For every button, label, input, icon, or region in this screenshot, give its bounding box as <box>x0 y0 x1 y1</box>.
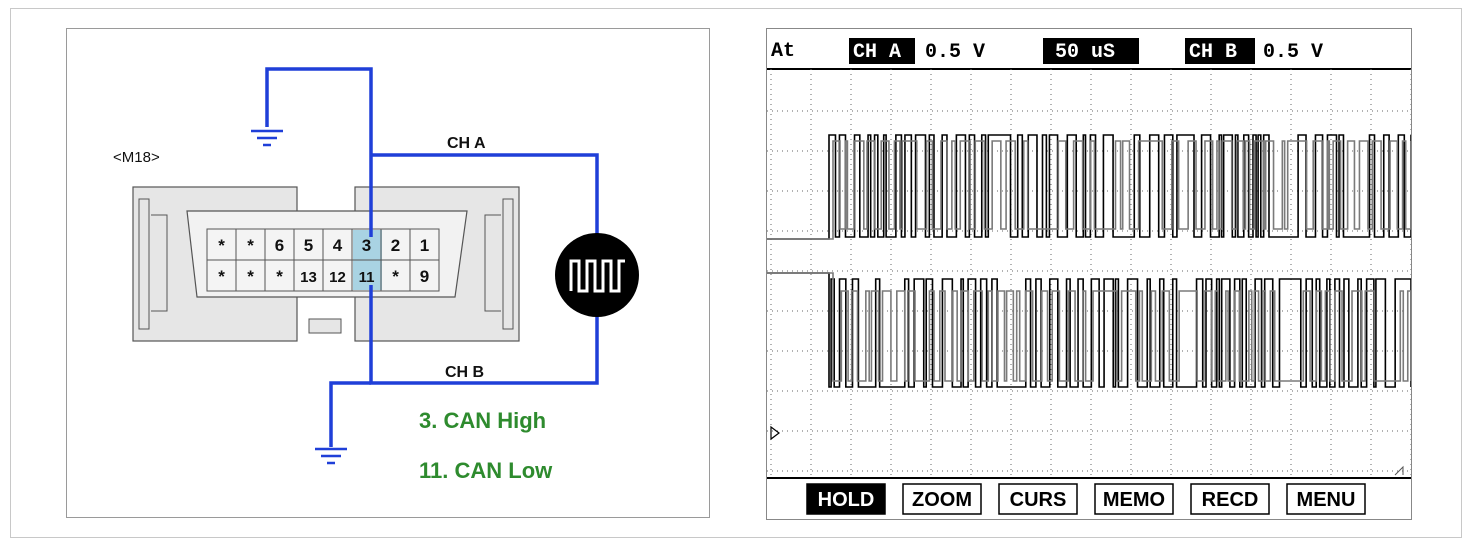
legend-can-low: 11. CAN Low <box>419 458 553 483</box>
ch-a-scale: 0.5 V <box>925 41 985 64</box>
scope-grid <box>767 69 1412 478</box>
mode-label: At <box>771 40 795 63</box>
scope-button-recd[interactable] <box>1190 483 1270 515</box>
ch-a-tag: CH A <box>853 41 901 64</box>
pin-label: * <box>218 267 225 286</box>
pin-label: 5 <box>304 236 313 255</box>
oscilloscope-icon <box>555 233 639 317</box>
pin-label: 11 <box>359 269 375 286</box>
scope-button-label: ZOOM <box>912 489 972 511</box>
scope-button-label: HOLD <box>818 489 875 511</box>
pin-label: 12 <box>329 269 346 286</box>
pin-label: * <box>247 267 254 286</box>
pin-label: 2 <box>391 236 400 255</box>
ground-wire-top <box>265 67 373 237</box>
scope-button-hold[interactable] <box>806 483 886 515</box>
wires <box>265 67 599 447</box>
ground-icon <box>251 129 283 147</box>
figure-frame <box>10 8 1462 538</box>
scope-traces <box>767 134 1412 388</box>
scope-button-memo[interactable] <box>1094 483 1174 515</box>
pin-label: * <box>392 267 399 286</box>
scope-button-curs[interactable] <box>998 483 1078 515</box>
corner-mark <box>1394 465 1404 476</box>
timebase-bg <box>1043 38 1139 64</box>
scope-button-label: RECD <box>1202 489 1259 511</box>
timebase: 50 uS <box>1055 41 1115 64</box>
ground-wire-bottom <box>329 381 371 447</box>
ch-b-label: CH B <box>445 364 484 381</box>
ch-b-wire <box>369 285 599 385</box>
pin-label: * <box>276 267 283 286</box>
ch-b-tag-bg <box>1185 38 1255 64</box>
scope-button-bar: HOLD ZOOM CURS MEMO RECD MENU <box>806 483 1366 515</box>
pin-label: * <box>218 236 225 255</box>
pin-label: 1 <box>420 236 429 255</box>
oscilloscope-screen: At CH A 0.5 V 50 uS CH B 0.5 V HOLD ZOOM C… <box>766 28 1412 520</box>
trigger-marker <box>770 425 780 441</box>
ground-icon <box>315 447 347 465</box>
scope-button-label: CURS <box>1010 489 1067 511</box>
ch-a-label: CH A <box>447 135 486 152</box>
pin-label: 6 <box>275 236 284 255</box>
ch-a-tag-bg <box>849 38 915 64</box>
scope-header: At CH A 0.5 V 50 uS CH B 0.5 V <box>771 38 1323 64</box>
ch-a-wire <box>371 153 599 245</box>
pin-label: 9 <box>420 267 429 286</box>
scope-button-label: MEMO <box>1103 489 1165 511</box>
pin-label: * <box>247 236 254 255</box>
ch-b-scale: 0.5 V <box>1263 41 1323 64</box>
pin-label: 13 <box>300 269 317 286</box>
legend-can-high: 3. CAN High <box>419 408 546 433</box>
scope-display: At CH A 0.5 V 50 uS CH B 0.5 V HOLD ZOOM C… <box>767 38 1412 515</box>
ch-b-tag: CH B <box>1189 41 1237 64</box>
scope-button-menu[interactable] <box>1286 483 1366 515</box>
scope-button-label: MENU <box>1297 489 1356 511</box>
pin-label: 4 <box>333 236 343 255</box>
connector-label: <M18> <box>113 149 160 166</box>
scope-button-zoom[interactable] <box>902 483 982 515</box>
pin-label: 3 <box>362 236 371 255</box>
